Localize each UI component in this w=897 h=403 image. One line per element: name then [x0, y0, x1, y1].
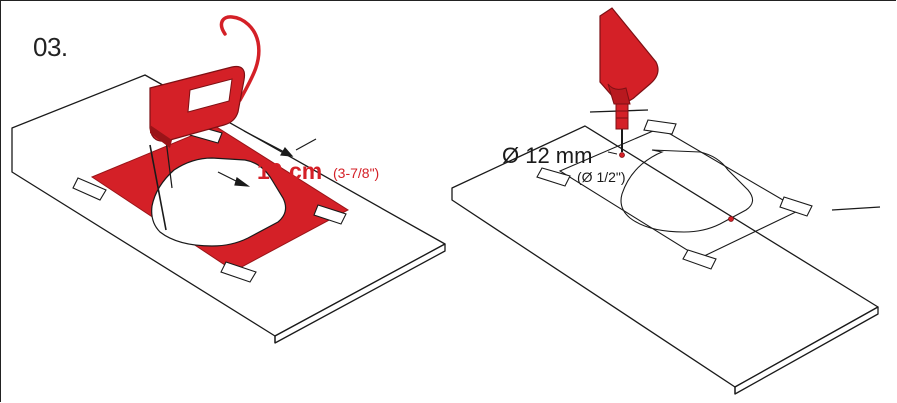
drill-icon — [599, 7, 659, 152]
drill-diameter-label: Ø 12 mm — [502, 143, 593, 168]
tape-left — [536, 167, 571, 187]
tape-right — [779, 196, 813, 217]
tape-bottom — [682, 249, 717, 270]
right-tapes — [536, 119, 813, 270]
right-panel — [451, 7, 881, 395]
drill-leader — [607, 151, 618, 155]
left-dimension-arrows — [217, 130, 317, 187]
jigsaw-icon — [149, 15, 261, 231]
drill-point-bottom — [728, 216, 734, 222]
tape-top — [643, 119, 677, 135]
drill-point-top — [619, 152, 625, 158]
left-template — [90, 125, 349, 272]
cut-width-imperial-label: (3-7/8") — [333, 165, 380, 181]
right-board — [451, 109, 881, 395]
cut-width-label: 10 cm — [257, 158, 323, 184]
tape-left — [72, 177, 107, 201]
step-number: 03. — [33, 32, 68, 62]
drill-diameter-imperial-label: (Ø 1/2") — [577, 169, 626, 185]
tape-bottom — [220, 261, 257, 283]
tape-right — [313, 204, 347, 225]
left-panel — [11, 15, 446, 344]
